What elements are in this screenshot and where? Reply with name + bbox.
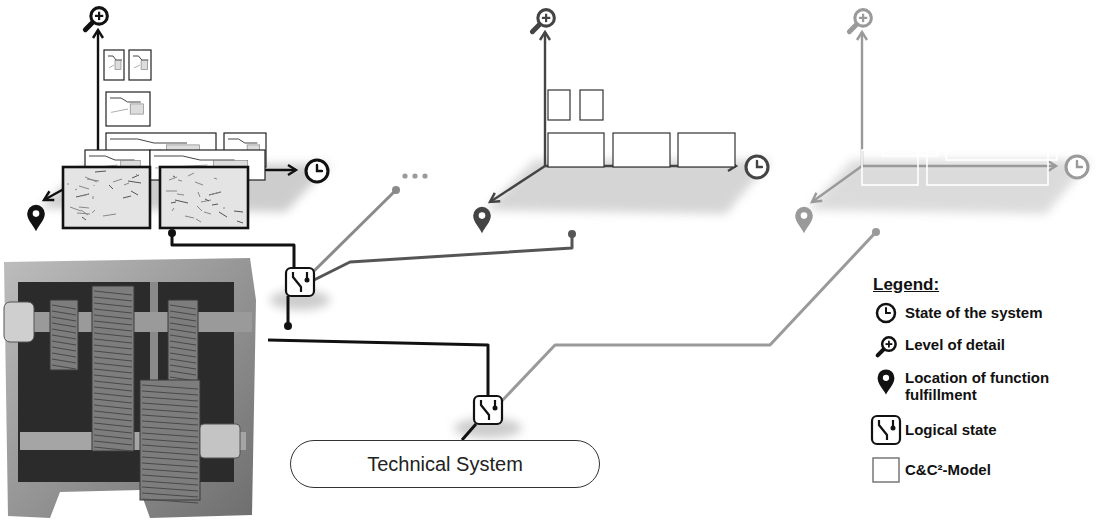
location-pin-icon <box>795 207 813 233</box>
clock-icon <box>877 304 895 322</box>
model-box <box>129 50 151 80</box>
system-box: Technical System <box>290 440 600 488</box>
legend-entry: Level of detail <box>905 336 1110 353</box>
axis-system <box>27 8 328 232</box>
axis-system <box>795 10 1088 234</box>
wires <box>168 173 880 440</box>
legend-entry: Location of function fulfillment <box>905 369 1110 403</box>
model-box <box>104 50 124 80</box>
model-box <box>106 92 150 126</box>
logical-state-icon <box>872 416 900 444</box>
model-box <box>548 90 570 120</box>
clock-icon <box>1066 156 1088 178</box>
model-boxes <box>548 90 735 167</box>
system-label: Technical System <box>367 453 523 476</box>
zoom-icon <box>85 8 107 30</box>
model-box <box>678 133 735 167</box>
clock-icon <box>746 156 768 178</box>
model-box <box>580 90 603 120</box>
model-box <box>160 167 248 228</box>
model-boxes <box>63 50 266 228</box>
model-box <box>927 150 1048 185</box>
legend-heading: Legend: <box>873 275 939 295</box>
axis-system <box>473 10 768 234</box>
clock-icon <box>306 160 328 182</box>
location-pin-icon <box>27 205 45 231</box>
model-box <box>946 130 1057 160</box>
model-box <box>862 150 918 185</box>
legend-icons <box>872 304 900 482</box>
gearbox-picture <box>4 258 256 518</box>
legend-entry: State of the system <box>905 304 1110 321</box>
model-box <box>548 133 604 167</box>
location-pin-icon <box>473 207 491 233</box>
logical-state-icon <box>474 396 502 424</box>
model-box <box>882 130 937 156</box>
legend-entry: C&C²-Model <box>905 461 1110 478</box>
model-box <box>63 167 150 228</box>
location-pin-icon <box>878 369 895 394</box>
zoom-icon <box>532 10 554 32</box>
zoom-icon <box>878 337 896 355</box>
zoom-icon <box>849 10 871 32</box>
model-boxes <box>862 130 1057 185</box>
legend-entry: Logical state <box>905 421 1110 438</box>
logical-state-icon <box>286 268 314 296</box>
model-box <box>613 133 670 167</box>
